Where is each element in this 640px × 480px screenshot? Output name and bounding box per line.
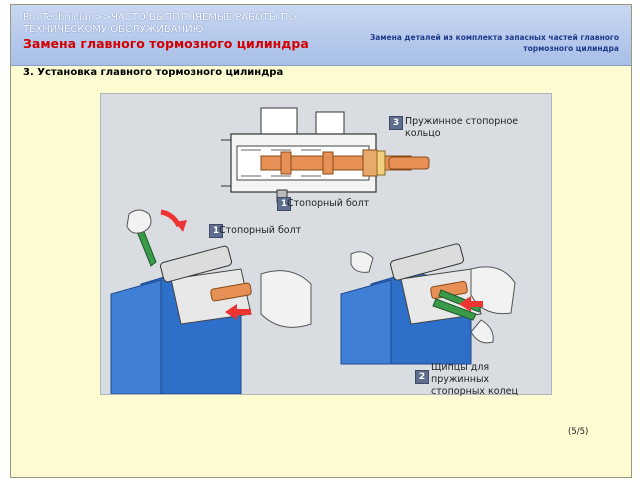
callout-badge: 1 [209,224,223,238]
step-heading: 3. Установка главного тормозного цилиндр… [23,67,284,78]
section-subtitle: Замена деталей из комплекта запасных час… [369,33,619,53]
header-bar: Pro Technician>>ЧАСТО ВЫПОЛНЯЕМЫЕ РАБОТЫ… [11,5,631,66]
slide: Pro Technician>>ЧАСТО ВЫПОЛНЯЕМЫЕ РАБОТЫ… [10,4,632,478]
page-counter: (5/5) [568,427,589,437]
cylinder-cross-section [221,107,430,203]
page-title: Замена главного тормозного цилиндра [23,36,309,51]
callout-badge: 2 [415,370,429,384]
snap-ring-installation-view [340,243,516,365]
illustration-panel: 3 Пружинное стопорное кольцо 1 Стопорный… [100,93,552,397]
breadcrumb[interactable]: Pro Technician>>ЧАСТО ВЫПОЛНЯЕМЫЕ РАБОТЫ… [23,12,297,35]
callout-badge: 3 [389,116,403,130]
callout-snap-ring: Пружинное стопорное кольцо [405,116,519,139]
bolt-installation-view [110,209,312,395]
callout-badge: 1 [277,197,291,211]
master-cylinder-illustration [110,107,516,395]
callout-lock-bolt-2: Стопорный болт [219,225,302,236]
callout-lock-bolt: Стопорный болт [287,198,370,209]
callout-snap-ring-pliers: Щипцы для пружинных стопорных колец [431,362,518,397]
